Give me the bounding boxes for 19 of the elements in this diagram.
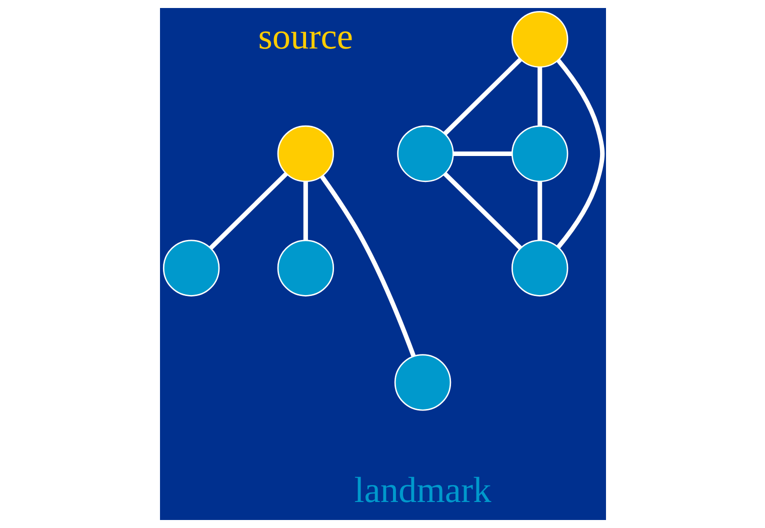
node-circle (276, 240, 334, 296)
node-label: landmark (354, 470, 491, 510)
connector (537, 67, 542, 126)
connector (452, 151, 512, 156)
connector (302, 182, 308, 240)
connector (442, 58, 522, 136)
connector (556, 58, 604, 249)
connector (537, 182, 542, 240)
node-circle (394, 354, 451, 411)
node-circle (510, 125, 568, 182)
connector (320, 175, 416, 357)
node-circle (510, 240, 568, 296)
connector (208, 172, 288, 250)
connector (442, 172, 522, 250)
node-circle (162, 240, 220, 296)
node-label: source (258, 16, 353, 56)
node-circle (396, 125, 454, 182)
node-circle (276, 125, 334, 182)
node-circle (510, 11, 568, 68)
